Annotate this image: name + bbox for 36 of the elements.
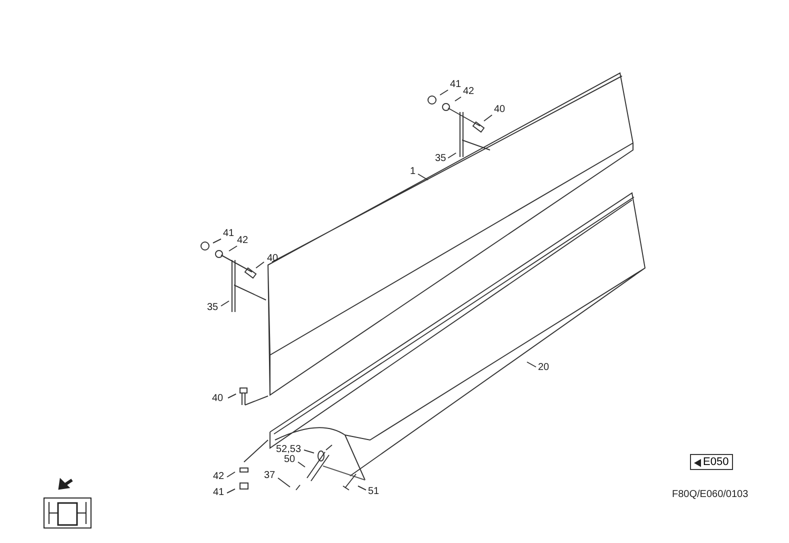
callout-number: 35 xyxy=(435,153,446,165)
leader-line xyxy=(304,450,314,454)
callout-number: 40 xyxy=(267,253,278,265)
leader-line xyxy=(228,394,236,398)
leader-line xyxy=(418,174,428,180)
callout-number: 1 xyxy=(410,166,416,178)
callout-number: 40 xyxy=(212,393,224,405)
leader-line xyxy=(358,486,366,490)
callout-number: 42 xyxy=(463,86,474,98)
callout-number: 42 xyxy=(237,235,248,247)
callout-number: 41 xyxy=(213,487,224,499)
leader-line xyxy=(484,114,492,122)
leader-line xyxy=(228,246,238,252)
callout-number: 35 xyxy=(207,302,218,314)
leader-line xyxy=(298,462,306,468)
leader-line xyxy=(448,152,456,158)
callout-number: 52,53 xyxy=(276,444,302,456)
leader-line xyxy=(226,472,236,478)
callout-number: 51 xyxy=(368,486,380,498)
leader-line xyxy=(278,478,290,488)
callout-number: 50 xyxy=(284,454,296,466)
drawing-number: F80Q/E060/0103 xyxy=(672,488,748,501)
callout-number: 20 xyxy=(538,362,550,374)
callout-number: 41 xyxy=(450,79,462,91)
leader-line xyxy=(454,96,462,102)
callout-number: 40 xyxy=(494,104,506,116)
callout-number: 41 xyxy=(223,228,234,240)
leader-line xyxy=(212,238,222,244)
leader-line xyxy=(256,262,264,268)
leader-line xyxy=(220,300,230,306)
leader-line xyxy=(226,488,236,494)
callout-number: 37 xyxy=(264,470,276,482)
reference-tag: E050 xyxy=(690,454,733,470)
callout-number: 42 xyxy=(213,471,224,483)
leader-line xyxy=(526,362,536,368)
leader-line xyxy=(440,90,448,96)
